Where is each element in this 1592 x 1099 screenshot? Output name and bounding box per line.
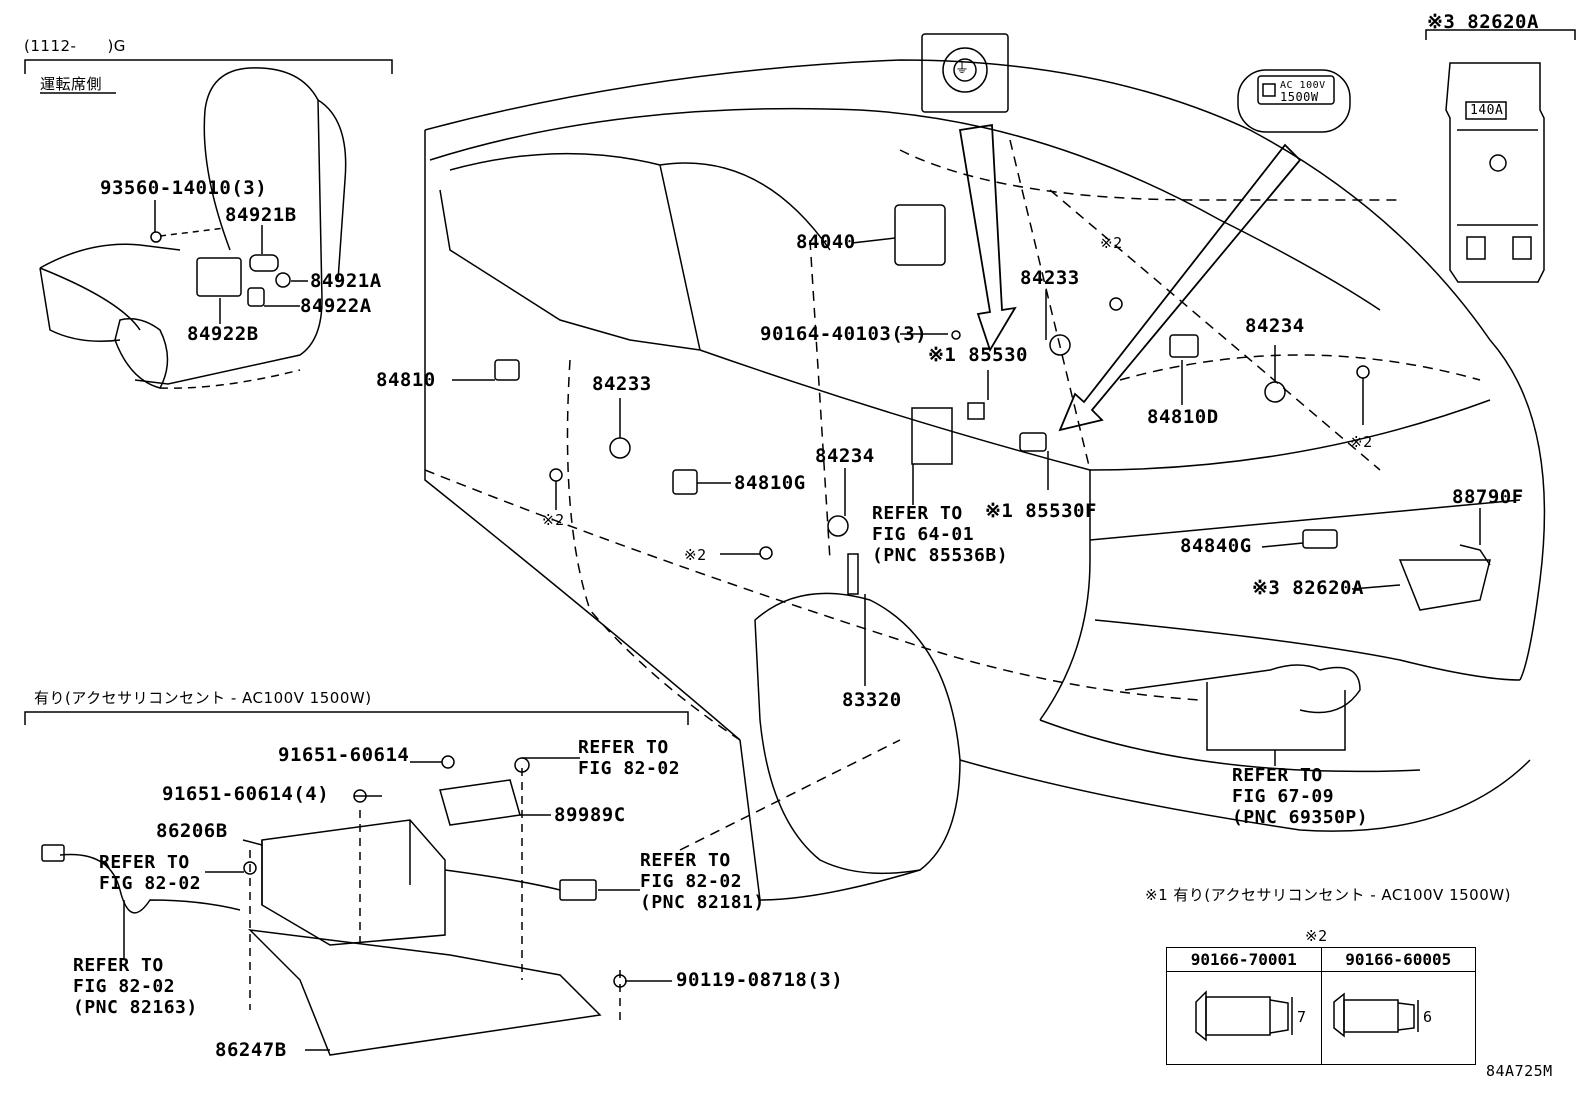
part-label: 84810 xyxy=(376,369,436,391)
ref-line: REFER TO xyxy=(1232,765,1323,786)
ground-icon: ⏚ xyxy=(955,61,970,77)
ref-line: REFER TO xyxy=(872,503,963,524)
part-label: ※3 82620A xyxy=(1252,577,1364,599)
part-label: 84921B xyxy=(225,204,297,226)
note-mark: ※2 xyxy=(684,546,707,564)
ref-line: (PNC 69350P) xyxy=(1232,807,1369,828)
bolt-b-part: 90166-60005 xyxy=(1320,947,1476,972)
ref-line: (PNC 82181) xyxy=(640,892,765,913)
part-label: 84810D xyxy=(1147,406,1219,428)
bolt-b-cell xyxy=(1320,971,1476,1065)
part-label: 84840G xyxy=(1180,535,1252,557)
note-2-title: ※2 xyxy=(1305,927,1328,945)
part-label: 91651-60614(4) xyxy=(162,783,330,805)
part-label: 91651-60614 xyxy=(278,744,410,766)
part-label: 86206B xyxy=(156,820,228,842)
part-label: 84810G xyxy=(734,472,806,494)
bolt-spec-table: 90166-70001 90166-60005 xyxy=(1166,947,1476,1065)
refer-to-fig-67-09[interactable]: REFER TO FIG 67-09 (PNC 69350P) xyxy=(1232,765,1368,828)
note-1: ※1 有り(アクセサリコンセント - AC100V 1500W) xyxy=(1145,886,1511,904)
inverter-inset-title: 有り(アクセサリコンセント - AC100V 1500W) xyxy=(34,689,372,707)
part-label: 89989C xyxy=(554,804,626,826)
bolt-a-part: 90166-70001 xyxy=(1166,947,1322,972)
ref-line: REFER TO xyxy=(578,737,669,758)
part-label: 84233 xyxy=(592,373,652,395)
refer-to-fig-82-02[interactable]: REFER TO FIG 82-02 xyxy=(578,737,680,779)
refer-to-fig-64-01[interactable]: REFER TO FIG 64-01 (PNC 85536B) xyxy=(872,503,1008,566)
ref-line: FIG 67-09 xyxy=(1232,786,1335,807)
note-mark: ※2 xyxy=(542,511,565,529)
part-label: 84040 xyxy=(796,231,856,253)
outlet-spec-label: AC 100V xyxy=(1280,80,1326,91)
bolt-b-dim: 6 xyxy=(1423,1008,1433,1026)
part-label: 86247B xyxy=(215,1039,287,1061)
ref-line: FIG 82-02 xyxy=(99,873,202,894)
note-mark: ※2 xyxy=(1100,234,1123,252)
ref-line: FIG 64-01 xyxy=(872,524,975,545)
ref-line: FIG 82-02 xyxy=(73,976,176,997)
bolt-a-cell xyxy=(1166,971,1322,1065)
part-label: 84922A xyxy=(300,295,372,317)
outlet-watt-label: 1500W xyxy=(1280,90,1319,104)
note-mark: ※2 xyxy=(1350,433,1373,451)
bolt-a-dim: 7 xyxy=(1297,1008,1307,1026)
part-label: ※1 85530 xyxy=(928,344,1028,366)
ref-line: FIG 82-02 xyxy=(640,871,743,892)
ref-line: (PNC 85536B) xyxy=(872,545,1009,566)
refer-to-fig-82-02[interactable]: REFER TO FIG 82-02 xyxy=(99,852,201,894)
part-label: 84234 xyxy=(815,445,875,467)
part-label: 84922B xyxy=(187,323,259,345)
part-label: 84233 xyxy=(1020,267,1080,289)
part-label: 90119-08718(3) xyxy=(676,969,844,991)
part-label: 83320 xyxy=(842,689,902,711)
part-label: ※1 85530F xyxy=(985,500,1097,522)
fuse-inset-label: ※3 82620A xyxy=(1427,11,1539,33)
part-label: 84921A xyxy=(310,270,382,292)
refer-to-fig-82-02-pnc-82181[interactable]: REFER TO FIG 82-02 (PNC 82181) xyxy=(640,850,765,913)
ref-line: (PNC 82163) xyxy=(73,997,198,1018)
seat-range-label: (1112- )G xyxy=(24,37,126,55)
part-label: 93560-14010(3) xyxy=(100,177,268,199)
part-label: 84234 xyxy=(1245,315,1305,337)
refer-to-fig-82-02-pnc-82163[interactable]: REFER TO FIG 82-02 (PNC 82163) xyxy=(73,955,198,1018)
ref-line: FIG 82-02 xyxy=(578,758,681,779)
seat-title-label: 運転席側 xyxy=(40,75,103,93)
diagram-code: 84A725M xyxy=(1486,1062,1553,1080)
ref-line: REFER TO xyxy=(640,850,731,871)
ref-line: REFER TO xyxy=(73,955,164,976)
part-label: 90164-40103(3) xyxy=(760,323,928,345)
ref-line: REFER TO xyxy=(99,852,190,873)
fuse-amp-label: 140A xyxy=(1470,103,1504,118)
part-label: 88790F xyxy=(1452,486,1524,508)
